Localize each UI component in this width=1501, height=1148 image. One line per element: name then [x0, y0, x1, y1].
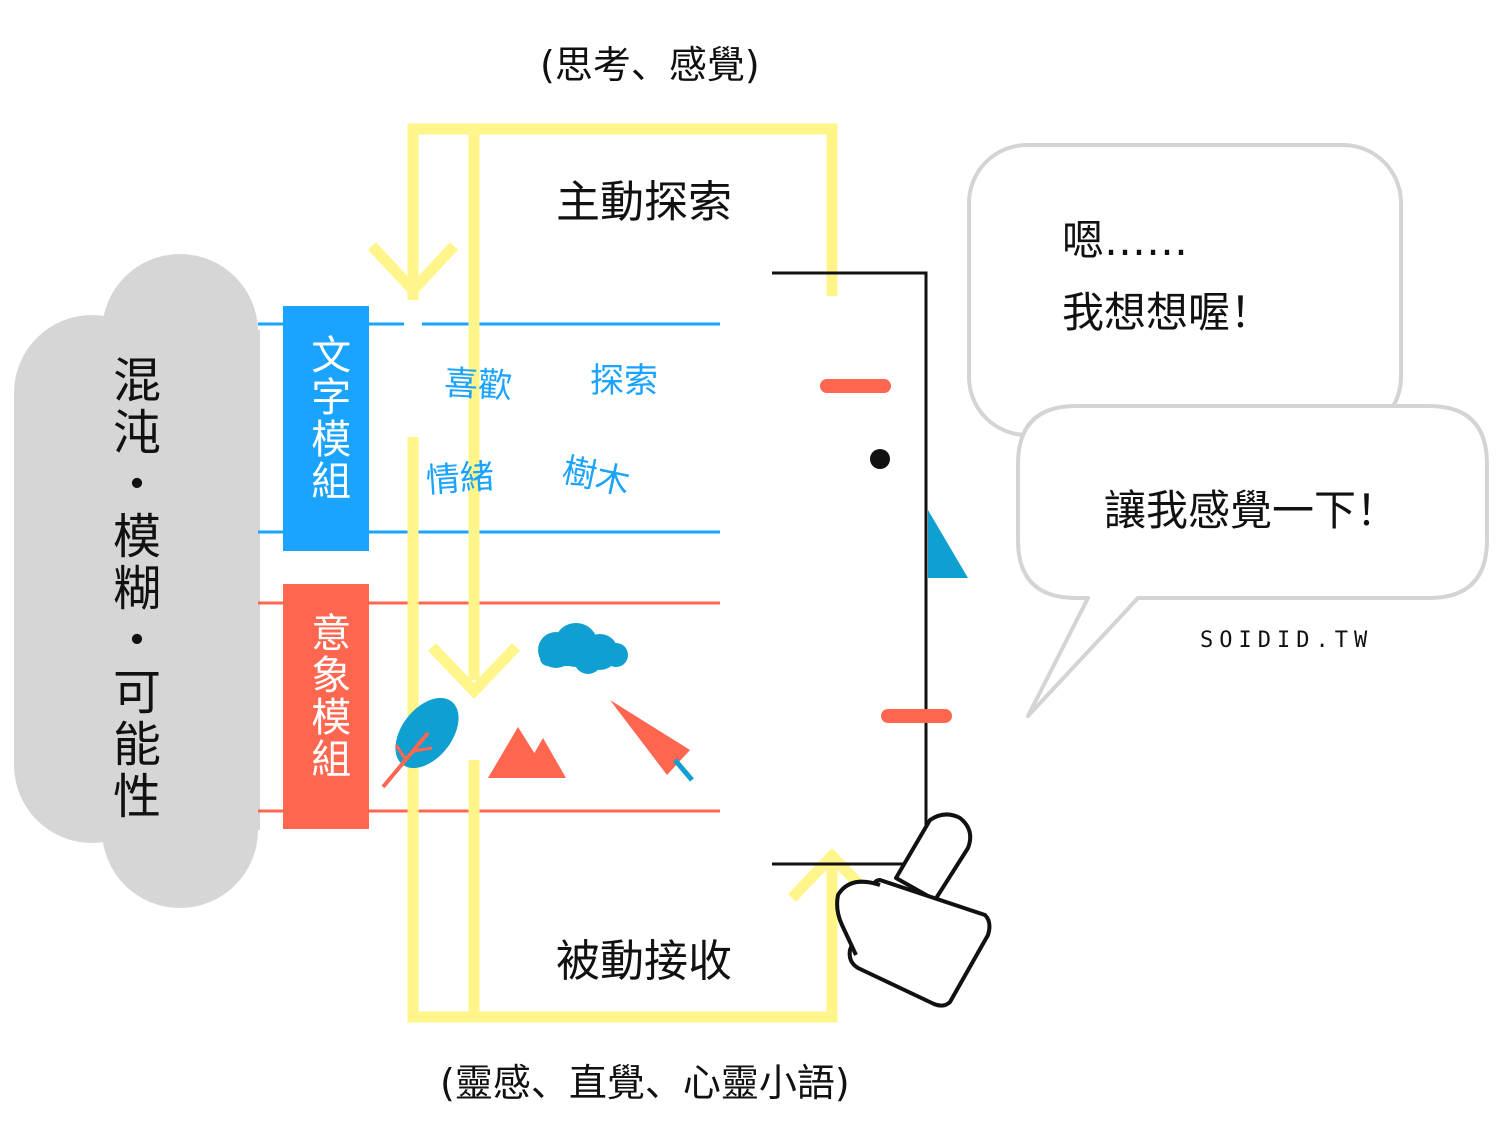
speech-bubble-2 [1016, 404, 1489, 718]
word-emotion: 情緒 [424, 456, 496, 502]
image-module-label: 意象模組 [304, 612, 351, 780]
cloud-label: 混沌・模糊・可能性 [104, 355, 160, 823]
leaf-icon [381, 697, 459, 789]
image-module-box [283, 584, 369, 829]
text-module-box [283, 306, 369, 551]
word-like: 喜歡 [442, 363, 514, 407]
text-module-label: 文字模組 [304, 334, 351, 502]
credit-text: SOIDID.TW [1200, 628, 1374, 653]
small-cloud-icon [538, 623, 628, 674]
phone-outline [772, 271, 928, 866]
top-caption: (思考、感覺) [540, 43, 760, 87]
yellow-flow-frame [367, 123, 876, 1023]
phone-side-triangle [928, 510, 968, 578]
word-explore: 探索 [590, 361, 658, 401]
mountain-icon [488, 727, 566, 778]
passive-reception-label: 被動接收 [556, 936, 732, 987]
phone-camera-dot [870, 449, 890, 469]
active-exploration-label: 主動探索 [556, 177, 732, 228]
bubble-1-line-1: 嗯…… [1062, 216, 1189, 265]
bottom-caption: (靈感、直覺、心靈小語) [440, 1061, 850, 1105]
cloud-shape [14, 254, 260, 908]
arrow-icon [610, 700, 694, 782]
bubble-1-line-2: 我想想喔！ [1062, 288, 1273, 337]
thumbs-up-hand-icon [835, 812, 992, 1008]
bubble-2-text: 讓我感覺一下！ [1104, 486, 1399, 535]
